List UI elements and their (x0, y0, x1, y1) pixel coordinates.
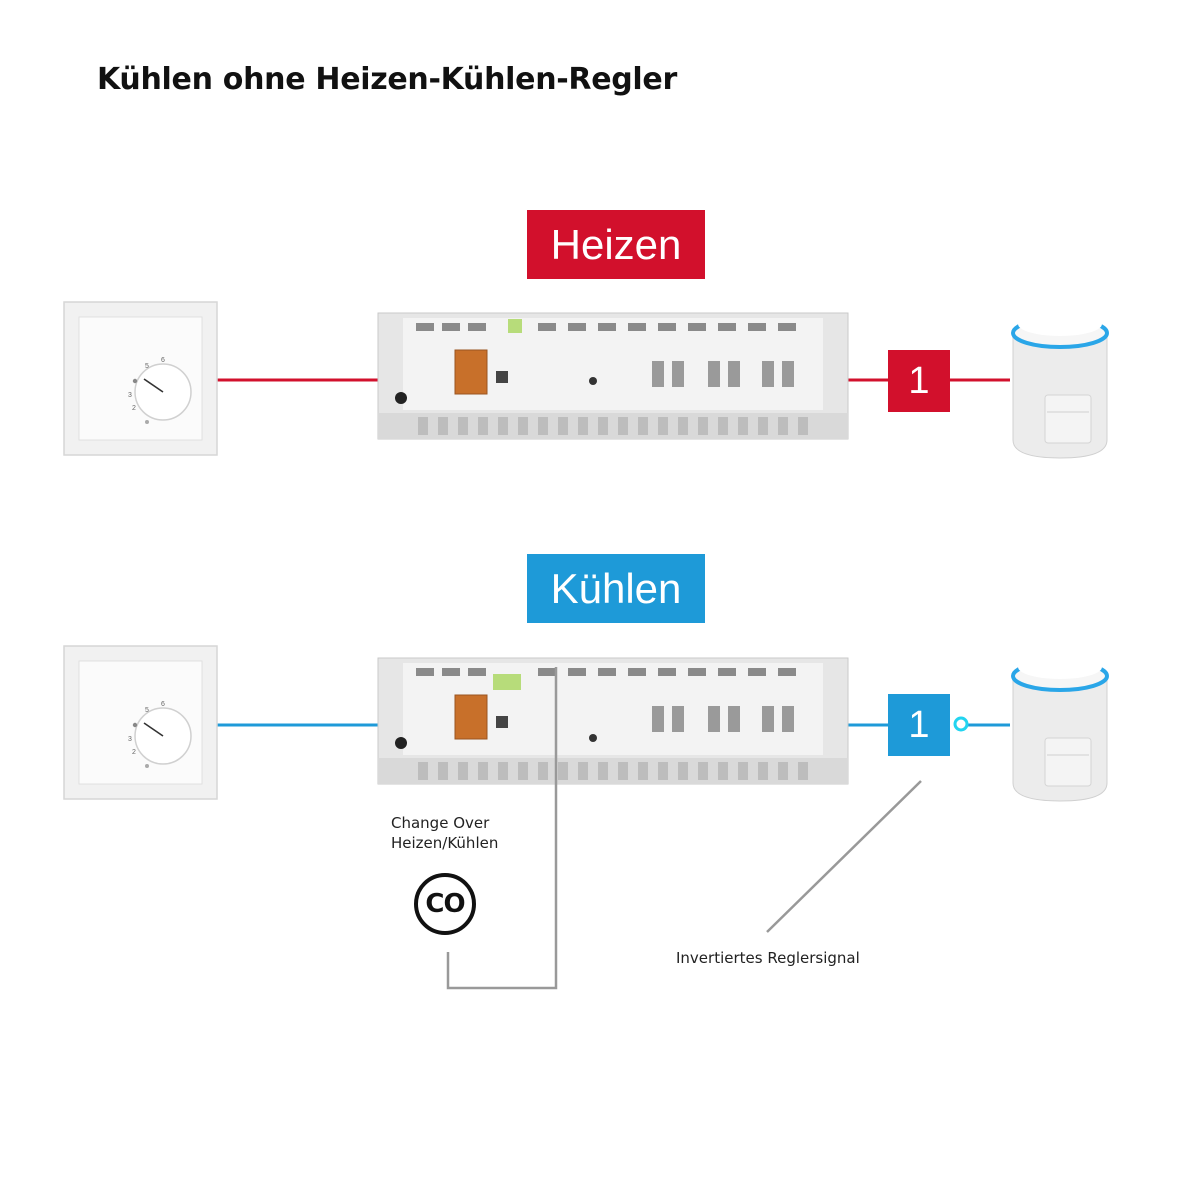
controller-heating (377, 312, 849, 440)
change-over-wire (446, 667, 558, 990)
dial-mark-2: 2 (132, 405, 136, 412)
change-over-line1: Change Over (391, 814, 490, 832)
change-over-line2: Heizen/Kühlen (391, 834, 499, 852)
dial-mark-3: 3 (128, 736, 132, 743)
heating-channel-box: 1 (888, 350, 950, 412)
inverted-signal-caption: Invertiertes Reglersignal (676, 949, 860, 967)
thermostat-heating: 6 5 3 2 (63, 301, 218, 456)
dial-mark-6: 6 (161, 701, 165, 708)
dial-mark-6: 6 (161, 357, 165, 364)
inversion-node (953, 716, 969, 732)
inverted-signal-pointer (766, 780, 922, 933)
change-over-icon: CO (414, 873, 476, 935)
controller-cooling (377, 657, 849, 785)
change-over-caption: Change Over Heizen/Kühlen (391, 813, 498, 853)
dial-mark-5: 5 (145, 363, 149, 370)
transformer (454, 349, 488, 395)
thermostat-cooling: 6 5 3 2 (63, 645, 218, 800)
dial-mark-5: 5 (145, 707, 149, 714)
dial-mark-2: 2 (132, 749, 136, 756)
cooling-label: Kühlen (527, 554, 705, 623)
dial-mark-3: 3 (128, 392, 132, 399)
heating-label: Heizen (527, 210, 705, 279)
actuator-cooling (1011, 655, 1109, 802)
actuator-heating (1011, 312, 1109, 459)
cooling-channel-box: 1 (888, 694, 950, 756)
page-title: Kühlen ohne Heizen-Kühlen-Regler (97, 62, 677, 97)
